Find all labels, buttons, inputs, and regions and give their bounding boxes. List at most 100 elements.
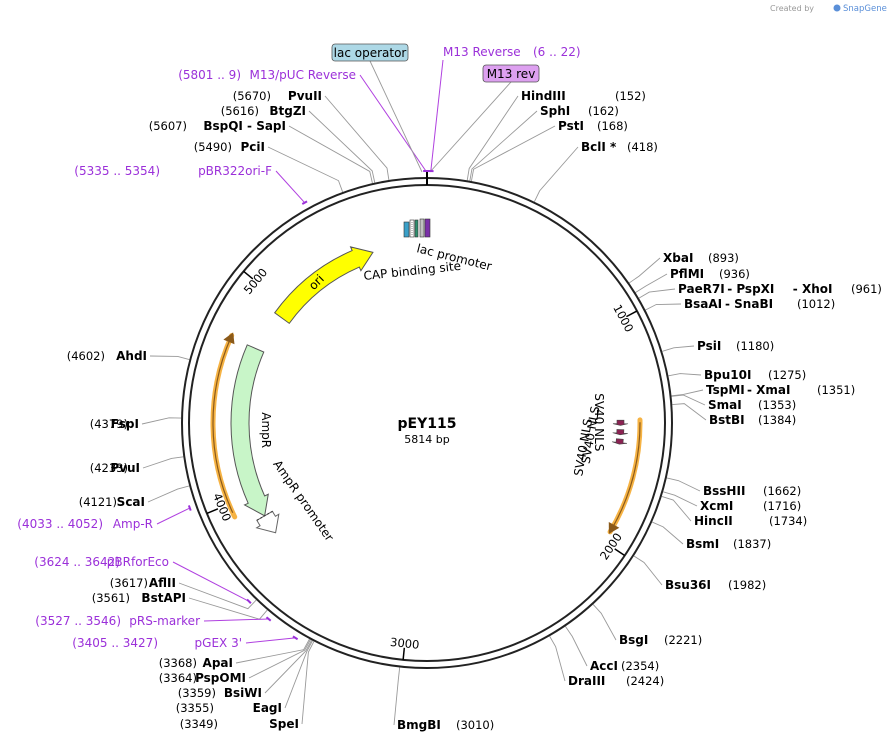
restriction-site-fspi[interactable]: (4379)FspI: [90, 417, 139, 431]
restriction-site-psii[interactable]: PsiI(1180): [697, 339, 774, 353]
enzyme-position: (5616): [221, 104, 259, 118]
enzyme-name: PvuII: [288, 89, 322, 103]
lac-operator-leader-line: [369, 60, 423, 173]
restriction-site-xcmi[interactable]: XcmI(1716): [700, 499, 801, 513]
primer-pbrforeco[interactable]: pBRforEco(3624 .. 3642): [34, 555, 169, 569]
enzyme-name: BclI *: [581, 140, 617, 154]
restriction-site-bsmi[interactable]: BsmI(1837): [686, 537, 771, 551]
primer-mark: [301, 200, 308, 205]
enzyme-position: (5490): [194, 140, 232, 154]
restriction-site-pflmi[interactable]: PflMI(936): [670, 267, 750, 281]
enzyme-position: (3010): [456, 718, 494, 732]
restriction-site-psti[interactable]: PstI(168): [558, 119, 628, 133]
enzyme-position: (1180): [736, 339, 774, 353]
ruler-tick-label: 4000: [210, 491, 234, 523]
restriction-site-eagi[interactable]: (3355)EagI: [176, 701, 282, 715]
restriction-site-draiii[interactable]: DraIII(2424): [568, 674, 664, 688]
enzyme-name: HindIII: [521, 89, 566, 103]
enzyme-name-extra: - XmaI: [747, 383, 790, 397]
primer-range: (3405 .. 3427): [72, 636, 158, 650]
m13-rev-box[interactable]: M13 rev: [482, 64, 540, 83]
primer-range: (6 .. 22): [533, 45, 581, 59]
restriction-site-bstapi[interactable]: (3561)BstAPI: [92, 591, 186, 605]
sv40-nls-2[interactable]: [612, 429, 628, 436]
ampr-highlight-core: [212, 337, 234, 514]
restriction-site-apai[interactable]: (3368)ApaI: [159, 656, 233, 670]
restriction-site-pcii[interactable]: (5490)PciI: [194, 140, 265, 154]
site-leader-line: [645, 303, 682, 311]
site-leader-line: [178, 582, 257, 610]
restriction-site-bsgi[interactable]: BsgI(2221): [619, 633, 702, 647]
m13-rev-mark[interactable]: [419, 218, 425, 238]
restriction-site-bsiwi[interactable]: (3359)BsiWI: [178, 686, 262, 700]
ori-arrow[interactable]: [273, 246, 374, 325]
restriction-site-sphi[interactable]: SphI(162): [540, 104, 619, 118]
restriction-site-hincii[interactable]: HincII(1734): [694, 514, 807, 528]
ampr-promoter-arrow[interactable]: [255, 510, 280, 534]
ampr-arrow[interactable]: [230, 344, 269, 517]
enzyme-name: AhdI: [116, 349, 147, 363]
restriction-site-scai[interactable]: (4121)ScaI: [79, 495, 145, 509]
site-leader-line: [301, 641, 315, 725]
enzyme-position: (1982): [728, 578, 766, 592]
restriction-site-btgzi[interactable]: (5616)BtgZI: [221, 104, 306, 118]
restriction-site-bspqi[interactable]: (5607)BspQI - SapI: [149, 119, 286, 133]
site-leader-line: [324, 95, 390, 181]
restriction-site-spei[interactable]: (3349)SpeI: [180, 717, 299, 731]
restriction-site-bsu36i[interactable]: Bsu36I(1982): [665, 578, 766, 592]
site-labels: HindIII (152)SphI(162)PstI(168) BclI *(418…: [17, 45, 882, 732]
primer-m13-reverse[interactable]: M13 Reverse(6 .. 22): [443, 45, 581, 59]
restriction-site-smai[interactable]: SmaI(1353): [708, 398, 796, 412]
site-leader-line: [662, 345, 695, 352]
primer-name: pBRforEco: [107, 555, 169, 569]
site-leader-line: [549, 636, 566, 682]
primer-pbr322ori-f[interactable]: pBR322ori-F(5335 .. 5354): [74, 164, 272, 178]
restriction-site-hindiii[interactable]: HindIII (152): [521, 89, 646, 103]
restriction-site-pvuii[interactable]: (5670)PvuII: [233, 89, 322, 103]
primer-range: (3624 .. 3642): [34, 555, 120, 569]
primer-m13-puc-reverse[interactable]: M13/pUC Reverse(5801 .. 9): [178, 68, 356, 82]
snapgene-credit: Created by SnapGene: [770, 4, 887, 14]
restriction-site-tspmi[interactable]: TspMI - XmaI(1351): [706, 383, 855, 397]
enzyme-position: (3617): [110, 576, 148, 590]
restriction-site-xbai[interactable]: XbaI(893): [663, 251, 739, 265]
ruler-tick: [243, 270, 254, 280]
primer-leader-line: [156, 507, 191, 525]
restriction-site-bmgbi[interactable]: BmgBI (3010): [397, 718, 494, 732]
cap-binding-site-mark[interactable]: [403, 221, 410, 238]
restriction-site-bpu10i[interactable]: Bpu10I(1275): [704, 368, 806, 382]
enzyme-name: DraIII: [568, 674, 605, 688]
enzyme-position: (4121): [79, 495, 117, 509]
lac-operator-box[interactable]: lac operator: [331, 43, 409, 62]
primer-prs-marker[interactable]: pRS-marker(3527 .. 3546): [35, 614, 200, 628]
enzyme-name: BssHII: [703, 484, 745, 498]
m13-reverse-mark[interactable]: [424, 218, 431, 238]
restriction-site-acci[interactable]: AccI(2354): [590, 659, 659, 673]
restriction-site-bstbi[interactable]: BstBI(1384): [709, 413, 796, 427]
ruler-tick: [206, 508, 219, 515]
restriction-site-paer7i[interactable]: PaeR7I - PspXI - XhoI(961): [678, 282, 882, 296]
restriction-site-bcli[interactable]: BclI *(418): [581, 140, 658, 154]
restriction-site-bsshii[interactable]: BssHII(1662): [703, 484, 801, 498]
restriction-site-ahdi[interactable]: (4602) AhdI: [67, 349, 147, 363]
sv40-nls-1[interactable]: [612, 419, 629, 426]
primer-amp-r[interactable]: Amp-R(4033 .. 4052): [17, 517, 153, 531]
restriction-site-pvui[interactable]: (4233)PvuI: [90, 461, 140, 475]
enzyme-name: PaeR7I: [678, 282, 725, 296]
enzyme-position: (4602): [67, 349, 105, 363]
enzyme-name: BmgBI: [397, 718, 441, 732]
enzyme-position: (152): [615, 89, 646, 103]
primer-name: pBR322ori-F: [198, 164, 272, 178]
lac-operator-mark[interactable]: [414, 219, 419, 238]
sv40-nls-3[interactable]: [611, 438, 628, 445]
nls-highlight-core: [611, 422, 641, 529]
enzyme-name: SphI: [540, 104, 570, 118]
primer-mark: [292, 635, 299, 641]
restriction-site-bsaai[interactable]: BsaAI - SnaBI(1012): [684, 297, 835, 311]
site-leader-line: [533, 146, 579, 202]
restriction-site-pspomi[interactable]: (3364)PspOMI: [159, 671, 246, 685]
site-leader-line: [565, 626, 588, 667]
restriction-site-aflii[interactable]: (3617)AflII: [110, 576, 176, 590]
plasmid-size: 5814 bp: [404, 433, 449, 446]
primer-pgex-3[interactable]: pGEX 3'(3405 .. 3427): [72, 636, 242, 650]
